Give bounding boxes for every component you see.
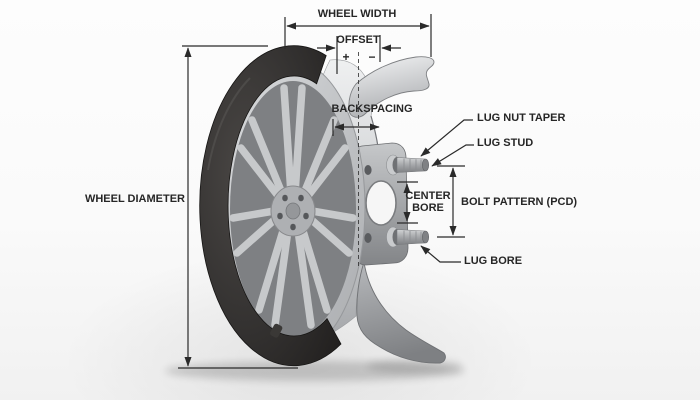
spoke [237, 144, 286, 205]
lug-stud-top [386, 154, 429, 176]
spoke [291, 84, 306, 198]
backspacing-label: BACKSPACING [331, 103, 413, 115]
wheel-width-label: WHEEL WIDTH [317, 8, 397, 20]
hub-center-cap [285, 202, 301, 220]
valve-stem [270, 323, 283, 338]
offset-dimension [317, 35, 401, 268]
center-bore-hole [365, 180, 397, 226]
wheel-width-dimension [284, 14, 432, 57]
hub-lug-hole [277, 212, 283, 220]
wheel-diameter-label: WHEEL DIAMETER [84, 193, 185, 205]
offset-label: OFFSET [336, 34, 380, 46]
offset-negative-sign: − [368, 50, 376, 64]
tire-highlight [207, 77, 251, 171]
annotations [178, 14, 474, 369]
spoke [248, 116, 288, 202]
offset-positive-sign: + [342, 50, 350, 64]
spoke [255, 217, 290, 314]
hub-lug-hole [290, 223, 296, 231]
hub-lug-hole [303, 212, 309, 220]
hub [270, 185, 316, 237]
top-flange-wing [348, 56, 435, 118]
lug-nut-taper-leader [420, 119, 473, 157]
lug-stud-label: LUG STUD [477, 137, 534, 149]
plate-lug-hole-bottom [364, 233, 372, 243]
lug-nut-taper-label: LUG NUT TAPER [477, 112, 566, 124]
lug-bore-label: LUG BORE [464, 255, 523, 267]
wheel-diameter-dimension [178, 45, 298, 369]
lug-stud-leader [431, 144, 474, 167]
spoke [280, 84, 295, 198]
hub-lug-hole [298, 194, 304, 202]
backspacing-dimension [332, 119, 380, 136]
spoke [293, 219, 315, 329]
tire [199, 45, 342, 367]
spoke [298, 116, 338, 202]
lug-threads-top [403, 158, 422, 172]
bolt-pattern-label: BOLT PATTERN (PCD) [461, 196, 578, 208]
lug-cap-bottom [421, 230, 429, 244]
lug-bore-leader [420, 245, 461, 263]
spoke [300, 144, 349, 205]
lug-stud-bottom [386, 226, 429, 248]
hub-lug-hole [282, 194, 288, 202]
lug-cap-top [421, 158, 429, 172]
center-bore-label: CENTER BORE [405, 190, 451, 214]
wheel-illustration [165, 45, 465, 381]
spokes [229, 84, 357, 329]
plate-lug-hole-top [364, 165, 372, 175]
spoke [271, 219, 293, 329]
spoke [296, 217, 331, 314]
bottom-flange-foot [356, 261, 446, 364]
lug-threads-bottom [403, 230, 422, 244]
center-bore-dimension [397, 181, 418, 224]
